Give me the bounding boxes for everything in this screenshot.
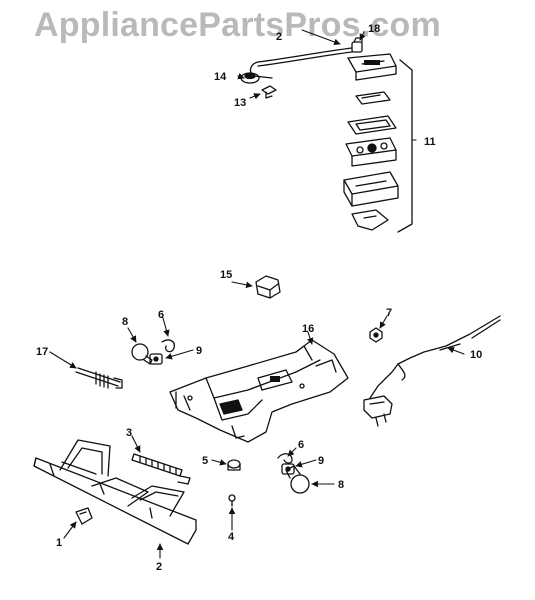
shaft-rod-part [249,47,353,79]
callout-6-lower: 6 [298,439,304,451]
clip-part-6-lower [277,453,293,464]
cap-part-15 [255,275,281,299]
callout-2-bottom: 2 [156,561,162,573]
clip-part-1 [75,507,93,525]
callout-7: 7 [386,307,392,319]
callout-labels: 2 18 14 13 11 15 8 6 9 17 16 7 10 3 5 6 … [36,23,482,573]
callout-15: 15 [220,269,232,281]
tray-part-2 [33,439,197,545]
callout-1: 1 [56,537,62,549]
callout-11: 11 [424,136,436,148]
callout-16: 16 [302,323,314,335]
callout-9-upper: 9 [196,345,202,357]
callout-10: 10 [470,349,482,361]
callout-5: 5 [202,455,208,467]
callout-14: 14 [214,71,227,83]
callout-9-lower: 9 [318,455,324,467]
callout-17: 17 [36,346,48,358]
callout-8-lower: 8 [338,479,344,491]
rod-part-17 [75,367,123,389]
nut-part-5 [227,459,241,471]
socket-part-9-lower [281,463,295,475]
callout-3: 3 [126,427,132,439]
callout-4: 4 [228,531,235,543]
nut-part-7 [369,327,383,343]
callout-8-upper: 8 [122,316,128,328]
callout-18: 18 [368,23,380,35]
grille-part-3 [131,453,191,485]
wire-harness-part-10 [363,315,501,427]
callout-2-top: 2 [276,31,282,43]
leader-lines [49,29,465,559]
assembly-stack-11 [343,53,413,233]
callout-6-upper: 6 [158,309,164,321]
screw-part-4 [228,494,236,507]
light-bulb-part-8-upper [131,343,153,365]
clip-part-6-upper [161,339,175,353]
housing-part-16 [169,339,349,443]
callout-13: 13 [234,97,246,109]
watermark-logo: AppliancePartsPros.com [34,6,441,44]
clip-part-13 [261,85,277,99]
socket-part-9-upper [149,353,163,365]
